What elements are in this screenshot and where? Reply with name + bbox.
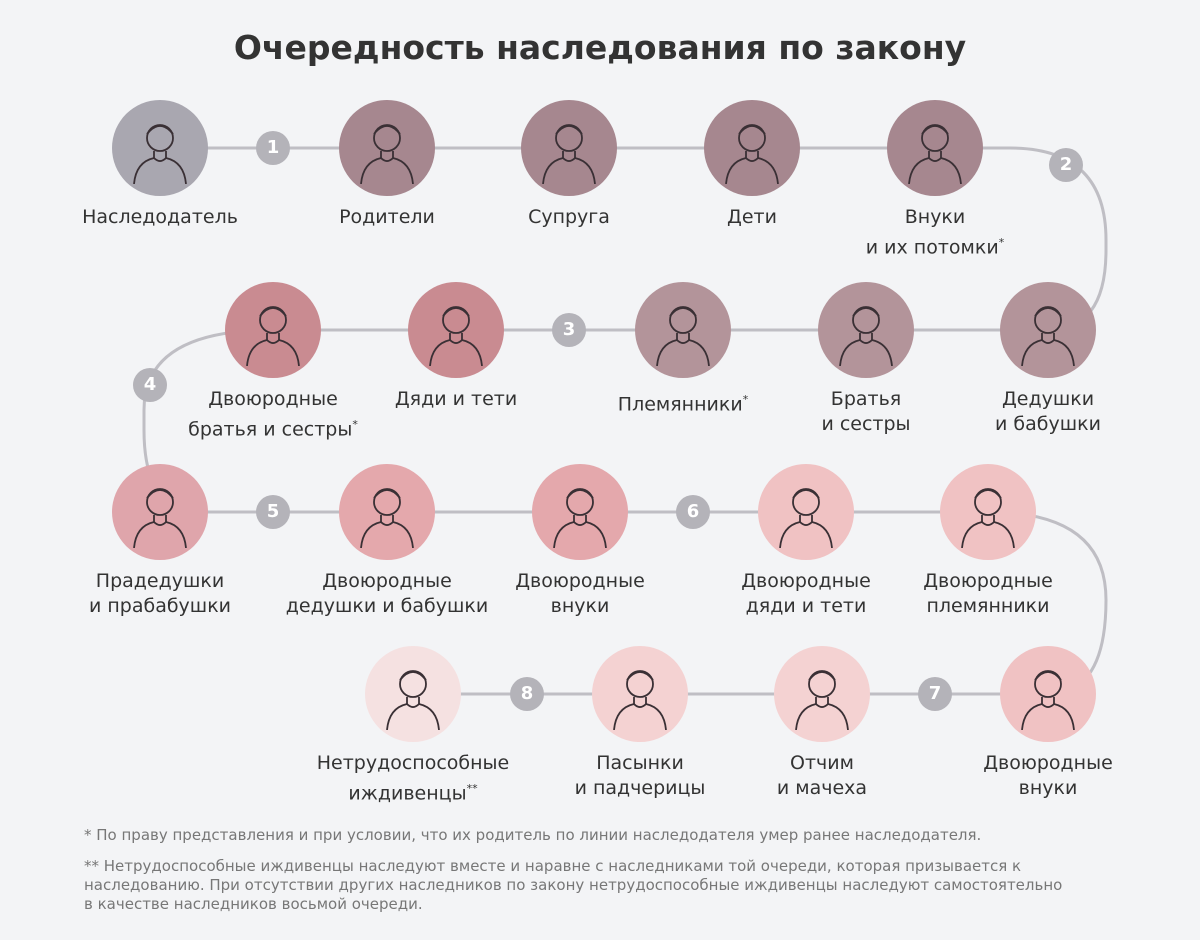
heir-label-line: Племянники [617, 393, 743, 416]
heir-label-line: Братья [830, 388, 902, 410]
footnote-2: ** Нетрудоспособные иждивенцы наследуют … [84, 857, 1063, 913]
heir-label-line: Двоюродные [208, 388, 338, 410]
heir-label-line: Двоюродные [983, 752, 1113, 774]
heir-label-line: внуки [550, 595, 610, 617]
order-badge: 3 [552, 313, 586, 347]
heir-label-line: Двоюродные [515, 570, 645, 592]
heir-label: Пасынки и падчерицы [520, 751, 760, 801]
heir-node-circle [940, 464, 1036, 560]
heir-label: Дети [632, 205, 872, 230]
heir-node-circle [365, 646, 461, 742]
heir-label-line: Дяди и тети [394, 388, 518, 410]
heir-label: Родители [267, 205, 507, 230]
heir-label-line: Пасынки [596, 752, 684, 774]
heir-label-line: Двоюродные [322, 570, 452, 592]
heir-node-circle [225, 282, 321, 378]
heir-node-circle [521, 100, 617, 196]
heir-label-line: Наследодатель [82, 206, 238, 228]
heir-node-circle [592, 646, 688, 742]
order-badge: 1 [256, 131, 290, 165]
heir-label: Двоюродные дяди и тети [686, 569, 926, 619]
heir-label: Братья и сестры [746, 387, 986, 437]
heir-node-circle [1000, 282, 1096, 378]
order-badge: 7 [918, 677, 952, 711]
heir-label-line: дедушки и бабушки [285, 595, 489, 617]
heir-label-line: Дети [727, 206, 777, 228]
heir-node-circle [704, 100, 800, 196]
page-title: Очередность наследования по закону [233, 28, 967, 67]
heir-label: Племянники* [563, 387, 803, 417]
heir-node-circle [112, 100, 208, 196]
heir-label-line: Дедушки [1001, 388, 1095, 410]
heir-node-circle [774, 646, 870, 742]
heir-node-circle [887, 100, 983, 196]
heir-label-line: Родители [339, 206, 435, 228]
heir-node-circle [758, 464, 854, 560]
heir-label: Дедушки и бабушки [928, 387, 1168, 437]
heir-label-line: Двоюродные [923, 570, 1053, 592]
footnotes: * По праву представления и при условии, … [84, 826, 1064, 926]
heir-label: Двоюродные племянники [868, 569, 1108, 619]
heir-label-line: и их потомки [865, 236, 999, 259]
order-badge: 6 [676, 495, 710, 529]
heir-node-circle [339, 100, 435, 196]
footnote-mark: ** [466, 782, 478, 795]
heir-label: Внуки и их потомки* [815, 205, 1055, 260]
heir-label-line: братья и сестры [188, 418, 353, 441]
heir-label-line: внуки [1018, 777, 1078, 799]
heir-label-line: Отчим [790, 752, 854, 774]
order-badge: 8 [510, 677, 544, 711]
heir-label: Супруга [449, 205, 689, 230]
heir-label: Двоюродные внуки [460, 569, 700, 619]
heir-label-line: Внуки [904, 206, 966, 228]
heir-label-line: иждивенцы [348, 782, 467, 805]
footnote-1: * По праву представления и при условии, … [84, 826, 982, 844]
heir-label-line: и мачеха [776, 777, 868, 799]
order-badge: 4 [133, 368, 167, 402]
heir-label-line: и бабушки [995, 413, 1101, 435]
heir-node-circle [1000, 646, 1096, 742]
heir-label-line: и прабабушки [88, 595, 232, 617]
footnote-mark: * [998, 236, 1005, 249]
heir-label-line: племянники [926, 595, 1050, 617]
heir-label-line: дяди и тети [745, 595, 867, 617]
heir-node-circle [339, 464, 435, 560]
heir-node-circle [635, 282, 731, 378]
footnote-mark: * [352, 418, 358, 431]
heir-label: Дяди и тети [336, 387, 576, 412]
heir-node-circle [532, 464, 628, 560]
order-badge: 2 [1049, 148, 1083, 182]
footnote-mark: * [742, 393, 749, 406]
heir-label: Наследодатель [40, 205, 280, 230]
heir-node-circle [408, 282, 504, 378]
heir-label-line: и сестры [821, 413, 911, 435]
heir-label: Нетрудоспособные иждивенцы** [293, 751, 533, 806]
heir-label: Прадедушки и прабабушки [40, 569, 280, 619]
heir-label: Двоюродные внуки [928, 751, 1168, 801]
heir-label: Отчим и мачеха [702, 751, 942, 801]
heir-node-circle [112, 464, 208, 560]
heir-label: Двоюродные братья и сестры* [153, 387, 393, 442]
heir-node-circle [818, 282, 914, 378]
heir-label-line: Двоюродные [741, 570, 871, 592]
heir-label-line: и падчерицы [574, 777, 706, 799]
heir-label: Двоюродные дедушки и бабушки [267, 569, 507, 619]
heir-label-line: Супруга [528, 206, 610, 228]
order-badge: 5 [256, 495, 290, 529]
heir-label-line: Нетрудоспособные [316, 752, 510, 774]
heir-label-line: Прадедушки [95, 570, 225, 592]
